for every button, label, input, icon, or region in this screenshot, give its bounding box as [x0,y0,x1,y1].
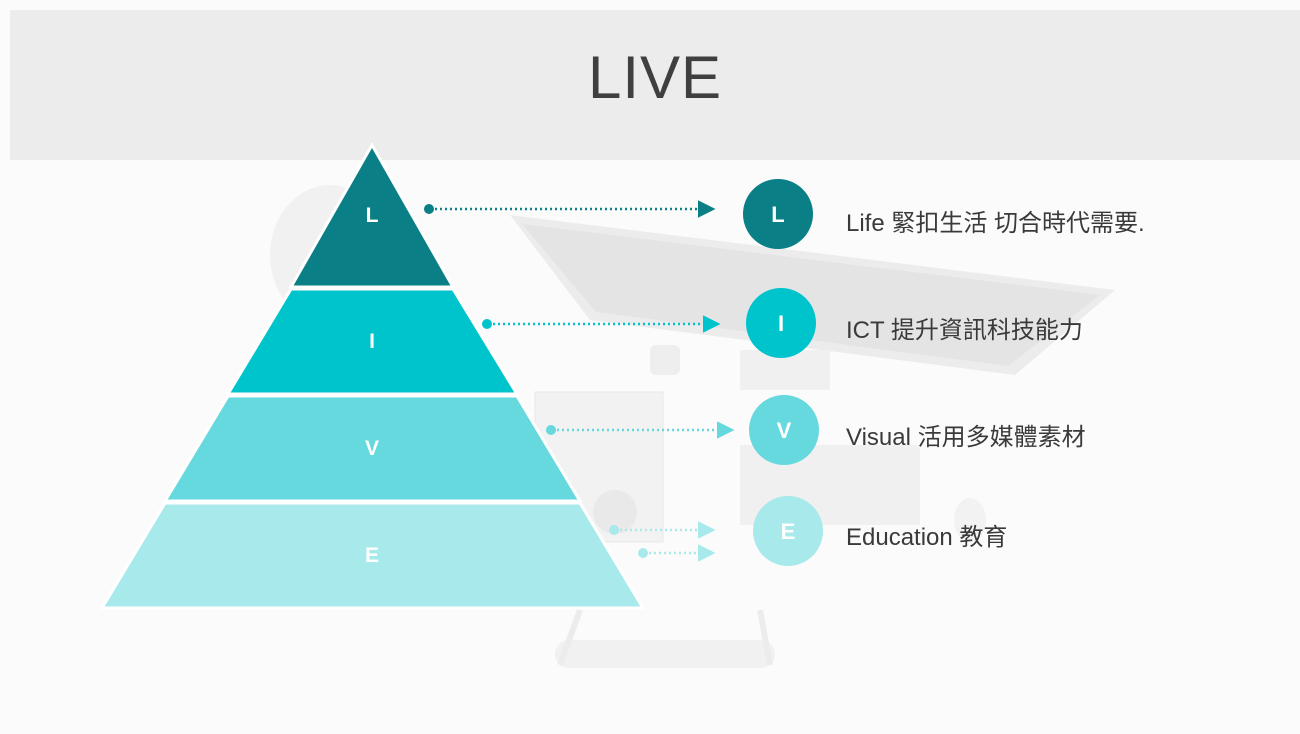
item-letter-l: L [771,202,784,227]
pyramid-letter-l: L [366,204,379,227]
pyramid-letter-i: I [369,330,375,353]
item-letter-e: E [781,519,796,544]
item-circle-e [753,496,823,566]
title-bar: LIVE [10,10,1300,160]
item-text-education: Education 教育 [846,524,1008,551]
item-circle-l [743,179,813,249]
item-circle-i [746,288,816,358]
pyramid-layer-e [99,501,646,610]
pyramid-letter-e: E [365,544,379,567]
item-text-life: Life 緊扣生活 切合時代需要. [846,210,1145,237]
connector-i [482,315,721,333]
item-letter-v: V [777,418,792,443]
item-text-ict: ICT 提升資訊科技能力 [846,317,1083,344]
connector-e [609,521,716,562]
pyramid-layer-l [288,141,456,289]
pyramid-layer-i [225,287,520,396]
connector-v [546,421,735,439]
item-text-visual: Visual 活用多媒體素材 [846,424,1086,451]
slide-title: LIVE [587,44,723,111]
pyramid-letter-v: V [365,437,379,460]
item-letter-i: I [778,311,784,336]
connector-l [424,200,716,218]
item-circle-v [749,395,819,465]
pyramid-layer-v [162,394,583,503]
